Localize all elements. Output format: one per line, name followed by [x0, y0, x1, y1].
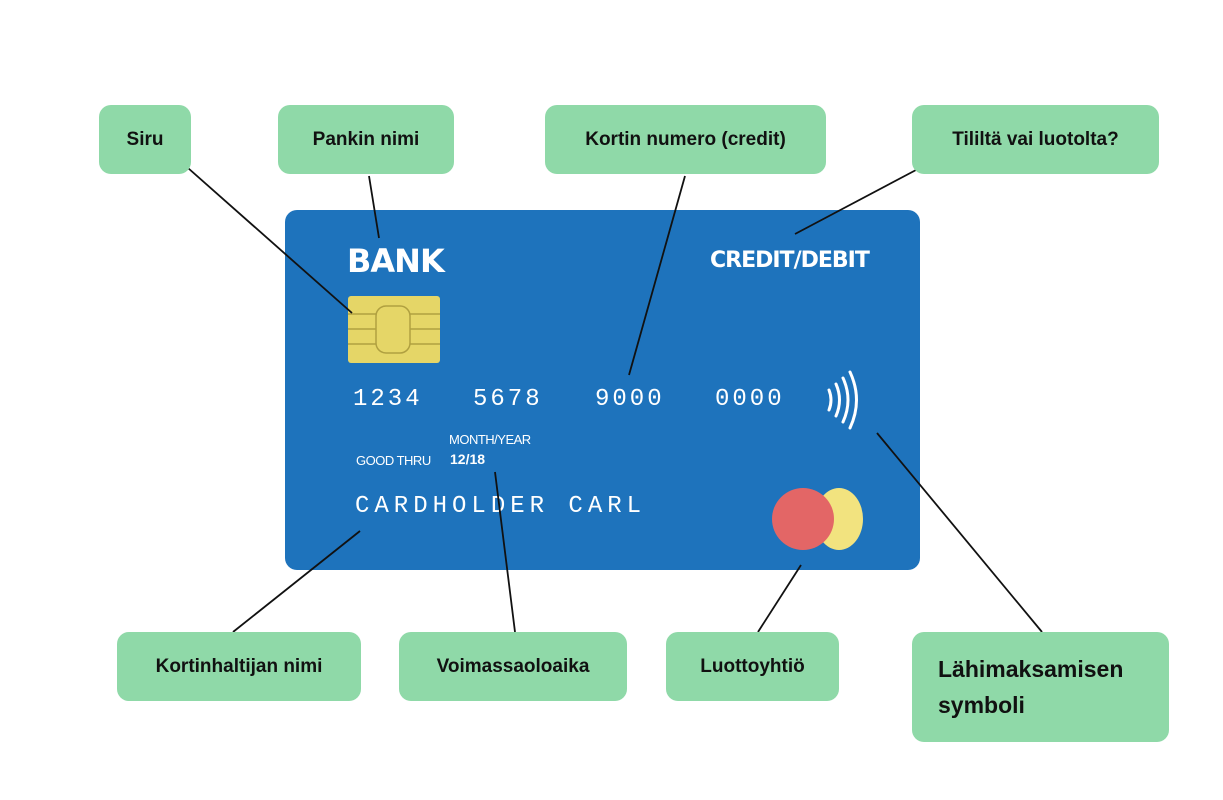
card-number-group: 1234 — [353, 386, 423, 413]
connector-contactless — [876, 432, 1043, 633]
month-year-label: MONTH/YEAR — [449, 432, 531, 447]
label-card-number: Kortin numero (credit) — [545, 105, 826, 174]
connector-bank — [368, 175, 380, 239]
connector-chip — [187, 167, 353, 314]
label-validity: Voimassaoloaika — [399, 632, 627, 701]
label-contactless-line2: symboli — [938, 692, 1025, 718]
label-debit-or-credit: Tililtä vai luotolta? — [912, 105, 1159, 174]
label-chip: Siru — [99, 105, 191, 174]
contactless-icon — [827, 370, 858, 430]
connector-number — [628, 175, 686, 376]
expiry-date: 12/18 — [450, 451, 486, 467]
label-contactless-line1: Lähimaksamisen — [938, 656, 1124, 682]
connector-holder — [232, 530, 361, 633]
card-network-logo — [772, 488, 863, 550]
good-thru-label: GOOD THRU — [356, 453, 431, 468]
bank-name: BANK — [347, 242, 445, 280]
card-number-group: 0000 — [715, 386, 785, 413]
chip-icon — [348, 296, 440, 363]
card-type: CREDIT/DEBIT — [710, 248, 870, 273]
label-bank-name: Pankin nimi — [278, 105, 454, 174]
card-number-group: 5678 — [473, 386, 543, 413]
label-cardholder-name: Kortinhaltijan nimi — [117, 632, 361, 701]
connector-network — [757, 564, 802, 633]
credit-card: BANK CREDIT/DEBIT 1234 5678 9000 0000 MO… — [285, 210, 920, 570]
label-credit-company: Luottoyhtiö — [666, 632, 839, 701]
card-number-group: 9000 — [595, 386, 665, 413]
connector-type — [794, 169, 917, 235]
connector-expiry — [494, 471, 516, 633]
label-contactless: Lähimaksamisen symboli — [912, 632, 1169, 742]
